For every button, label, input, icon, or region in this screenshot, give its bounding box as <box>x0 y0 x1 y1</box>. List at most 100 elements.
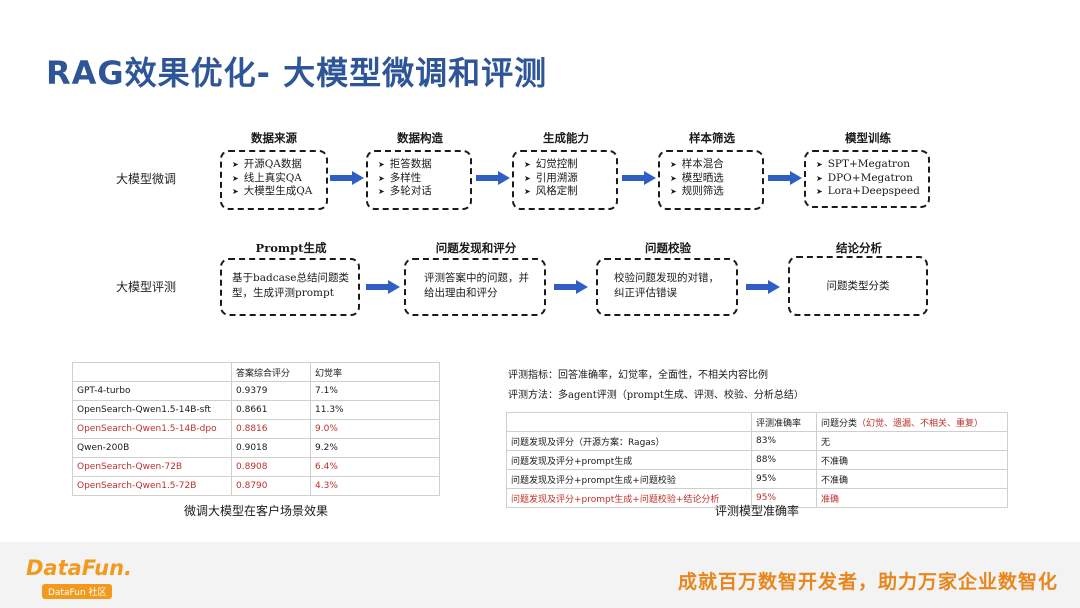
footer-slogan: 成就百万数智开发者，助力万家企业数智化 <box>677 571 1058 593</box>
table-cell: 95% <box>751 488 817 508</box>
stage-description: 问题类型分类 <box>826 279 890 292</box>
arrowhead-bullet-icon: ➤ <box>816 173 823 183</box>
table-cell: 0.8661 <box>231 400 311 420</box>
table-header-cell: 评测准确率 <box>751 412 817 432</box>
list-item: ➤样本混合 <box>670 158 724 170</box>
arrowhead-bullet-icon: ➤ <box>816 187 823 196</box>
table-header-cell <box>72 362 232 382</box>
table-cell: 83% <box>751 431 817 451</box>
table-cell: OpenSearch-Qwen1.5-14B-dpo <box>72 419 232 439</box>
evaluation-accuracy-table: 评测准确率 问题分类（幻觉、遗漏、不相关、重复） 问题发现及评分（开源方案：Ra… <box>506 412 1008 508</box>
right-arrow-icon <box>768 171 802 185</box>
table-header-cell: 幻觉率 <box>310 362 440 382</box>
table-header-cell: 问题分类（幻觉、遗漏、不相关、重复） <box>816 412 1008 432</box>
table-cell: 问题发现及评分+prompt生成+问题校验+结论分析 <box>506 488 752 508</box>
evaluation-row-label: 大模型评测 <box>116 280 177 294</box>
metrics-line: 评测指标：回答准确率，幻觉率，全面性，不相关内容比例 <box>508 370 768 381</box>
list-item: ➤引用溯源 <box>524 171 578 184</box>
table-cell: 9.0% <box>310 419 440 439</box>
finetune-stage-box: ➤幻觉控制 ➤引用溯源 ➤风格定制 <box>512 150 618 210</box>
arrowhead-bullet-icon: ➤ <box>378 187 385 196</box>
list-item: ➤Lora+Deepspeed <box>816 185 920 197</box>
finetune-stage-title: 数据来源 <box>251 131 297 145</box>
table-row: OpenSearch-Qwen-72B 0.8908 6.4% <box>72 457 440 477</box>
list-item: ➤线上真实QA <box>232 171 302 184</box>
list-item: ➤大模型生成QA <box>232 185 313 197</box>
table-row: 问题发现及评分+prompt生成+问题校验+结论分析 95% 准确 <box>506 488 1008 508</box>
table-row: OpenSearch-Qwen1.5-14B-sft 0.8661 11.3% <box>72 400 440 420</box>
table-cell: 0.8908 <box>231 457 311 477</box>
right-arrow-icon <box>366 280 400 294</box>
table-cell: OpenSearch-Qwen1.5-72B <box>72 476 232 496</box>
table-cell: 11.3% <box>310 400 440 420</box>
table-header-cell <box>506 412 752 432</box>
right-arrow-icon <box>476 171 510 185</box>
table-row: 问题发现及评分+prompt生成+问题校验 95% 不准确 <box>506 469 1008 489</box>
footer-bar: DataFun. DataFun 社区 成就百万数智开发者，助力万家企业数智化 <box>0 542 1080 608</box>
right-table-caption: 评测模型准确率 <box>714 504 799 518</box>
finetune-stage-box: ➤开源QA数据 ➤线上真实QA ➤大模型生成QA <box>220 150 328 210</box>
logo-wordmark: DataFun. <box>26 556 133 580</box>
list-item: ➤规则筛选 <box>670 185 724 197</box>
arrowhead-bullet-icon: ➤ <box>378 173 385 183</box>
finetune-stage-box: ➤SPT+Megatron ➤DPO+Megatron ➤Lora+Deepsp… <box>804 150 930 208</box>
list-item: ➤多轮对话 <box>378 185 432 197</box>
evaluation-stage-title: 问题校验 <box>645 241 691 255</box>
table-cell: 9.2% <box>310 438 440 458</box>
evaluation-stage-title: 问题发现和评分 <box>435 241 517 255</box>
arrowhead-bullet-icon: ➤ <box>524 187 531 196</box>
page-title: RAG效果优化- 大模型微调和评测 <box>46 54 548 92</box>
table-cell: 0.9018 <box>231 438 311 458</box>
evaluation-stage-box: 基于badcase总结问题类型，生成评测prompt <box>220 258 360 316</box>
list-item: ➤风格定制 <box>524 185 578 197</box>
table-cell: OpenSearch-Qwen1.5-14B-sft <box>72 400 232 420</box>
evaluation-stage-title: Prompt生成 <box>255 241 327 255</box>
arrowhead-bullet-icon: ➤ <box>670 160 677 169</box>
table-row: 问题发现及评分+prompt生成 88% 不准确 <box>506 450 1008 470</box>
table-cell: 88% <box>751 450 817 470</box>
table-cell: 4.3% <box>310 476 440 496</box>
list-item: ➤幻觉控制 <box>524 158 578 170</box>
table-header-row: 评测准确率 问题分类（幻觉、遗漏、不相关、重复） <box>506 412 1008 432</box>
table-cell: 0.8816 <box>231 419 311 439</box>
table-cell: 6.4% <box>310 457 440 477</box>
finetune-stage-box: ➤样本混合 ➤模型晒选 ➤规则筛选 <box>658 150 764 210</box>
right-arrow-icon <box>622 171 656 185</box>
left-table-caption: 微调大模型在客户场景效果 <box>183 504 328 518</box>
table-row: OpenSearch-Qwen1.5-14B-dpo 0.8816 9.0% <box>72 419 440 439</box>
evaluation-stage-box: 问题类型分类 <box>788 256 928 316</box>
table-cell: 无 <box>816 431 1008 451</box>
finetune-stage-title: 模型训练 <box>845 131 891 145</box>
table-row: Qwen-200B 0.9018 9.2% <box>72 438 440 458</box>
finetune-stage-title: 生成能力 <box>543 131 589 145</box>
table-cell: 问题发现及评分+prompt生成 <box>506 450 752 470</box>
table-cell: Qwen-200B <box>72 438 232 458</box>
arrowhead-bullet-icon: ➤ <box>232 160 239 169</box>
evaluation-stage-box: 评测答案中的问题，并给出理由和评分 <box>404 258 546 316</box>
finetune-stage-title: 数据构造 <box>397 131 443 145</box>
table-cell: 问题发现及评分（开源方案：Ragas） <box>506 431 752 451</box>
table-cell: 问题发现及评分+prompt生成+问题校验 <box>506 469 752 489</box>
stage-description: 校验问题发现的对错，纠正评估错误 <box>614 272 719 299</box>
table-cell: 不准确 <box>816 450 1008 470</box>
arrowhead-bullet-icon: ➤ <box>524 173 531 183</box>
arrowhead-bullet-icon: ➤ <box>816 160 823 169</box>
method-line: 评测方法：多agent评测（prompt生成、评测、校验、分析总结） <box>508 390 804 401</box>
table-header-cell: 答案综合评分 <box>231 362 311 382</box>
finetune-stage-title: 样本筛选 <box>689 131 735 145</box>
stage-description: 基于badcase总结问题类型，生成评测prompt <box>232 272 349 299</box>
right-arrow-icon <box>554 280 588 294</box>
list-item: ➤拒答数据 <box>378 158 432 170</box>
table-header-row: 答案综合评分 幻觉率 <box>72 362 440 382</box>
stage-description: 评测答案中的问题，并给出理由和评分 <box>424 272 529 299</box>
right-arrow-icon <box>330 171 364 185</box>
list-item: ➤SPT+Megatron <box>816 158 911 170</box>
finetune-stage-box: ➤拒答数据 ➤多样性 ➤多轮对话 <box>366 150 472 210</box>
logo-badge: DataFun 社区 <box>42 584 113 599</box>
datafun-logo: DataFun. DataFun 社区 <box>26 556 132 599</box>
list-item: ➤DPO+Megatron <box>816 171 913 184</box>
table-row: 问题发现及评分（开源方案：Ragas） 83% 无 <box>506 431 1008 451</box>
list-item: ➤开源QA数据 <box>232 158 302 170</box>
arrowhead-bullet-icon: ➤ <box>232 187 239 196</box>
table-cell: 不准确 <box>816 469 1008 489</box>
